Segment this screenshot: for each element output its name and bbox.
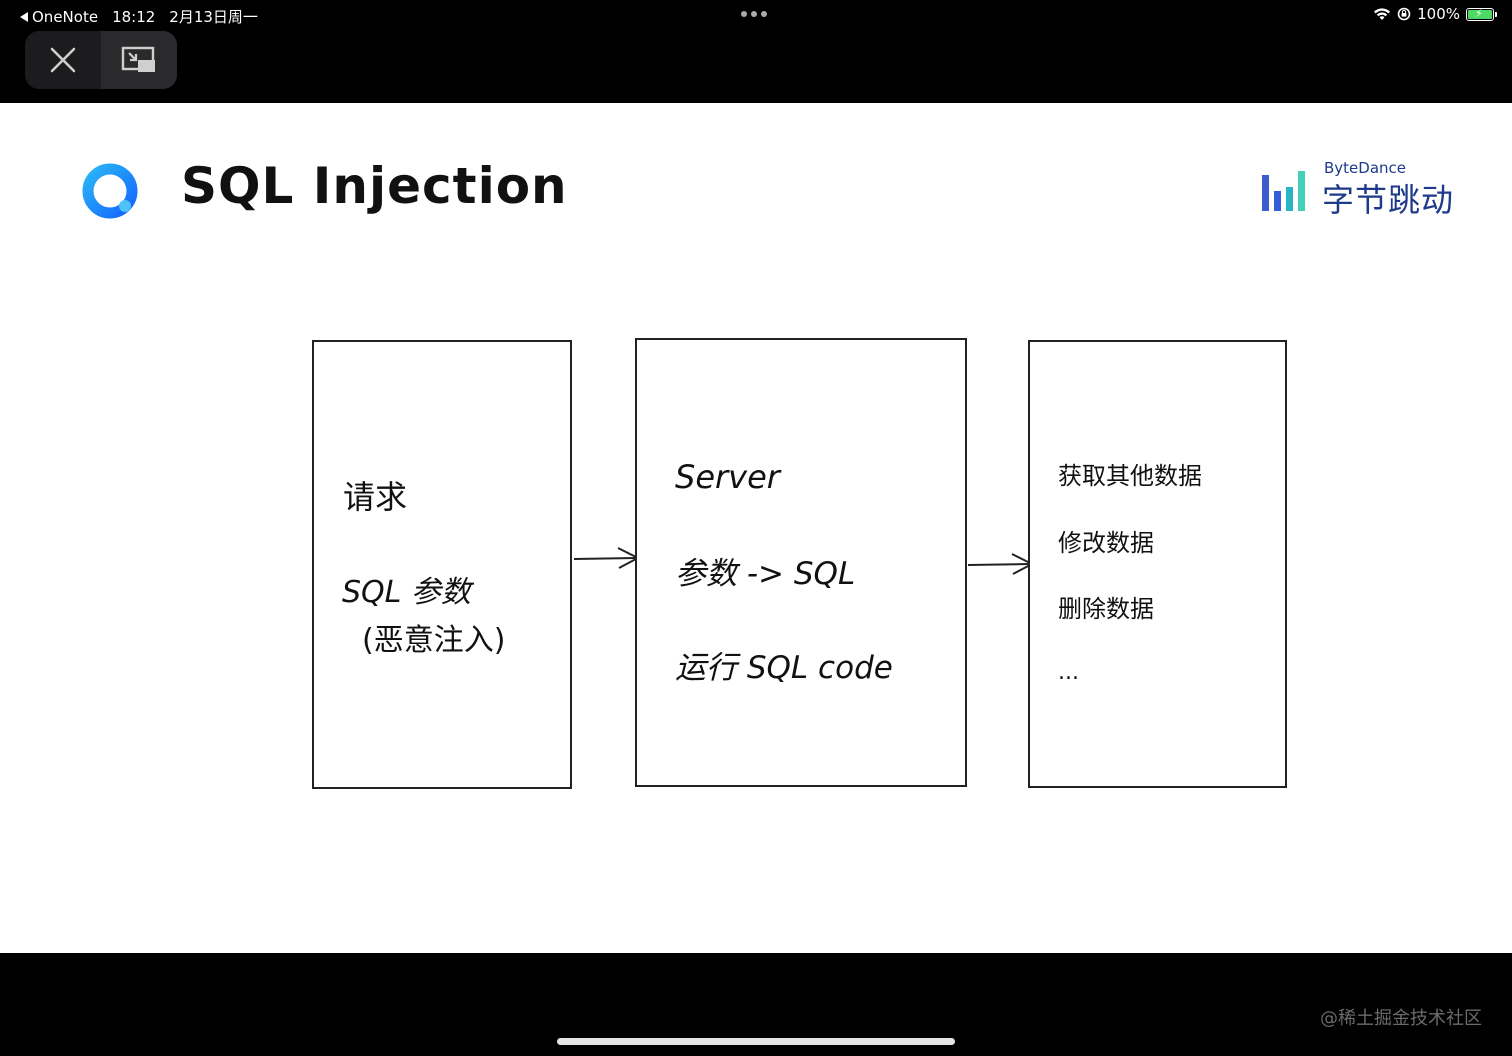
app-logo-icon — [82, 163, 138, 219]
orientation-lock-icon — [1397, 7, 1411, 21]
brand-chinese: 字节跳动 — [1322, 181, 1455, 219]
back-app-label: OneNote — [32, 7, 99, 26]
battery-icon: ⚡ — [1466, 6, 1497, 21]
status-bar: OneNote 18:12 2月13日周一 100% ⚡ — [0, 0, 1512, 30]
slide: SQL Injection ByteDance 字节跳动 请求 SQL 参数 (… — [0, 103, 1512, 953]
window-controls — [25, 31, 177, 89]
close-button[interactable] — [25, 31, 101, 89]
delete-data-label: 删除数据 — [1058, 595, 1154, 623]
resize-window-button[interactable] — [101, 31, 177, 89]
ellipsis-label: ... — [1058, 660, 1079, 685]
modify-data-label: 修改数据 — [1058, 529, 1154, 557]
status-time: 18:12 — [112, 7, 156, 26]
battery-level — [1468, 9, 1492, 19]
malicious-injection-label: (恶意注入) — [362, 623, 506, 658]
bytedance-bars-icon — [1262, 171, 1305, 211]
wifi-icon — [1374, 8, 1391, 20]
watermark: @稀土掘金技术社区 — [1320, 1008, 1482, 1029]
brand-english: ByteDance — [1324, 159, 1407, 177]
status-left: OneNote 18:12 2月13日周一 — [20, 6, 258, 27]
get-other-data-label: 获取其他数据 — [1058, 462, 1202, 490]
results-box: 获取其他数据 修改数据 删除数据 ... — [1028, 340, 1287, 788]
status-date: 2月13日周一 — [169, 8, 258, 26]
multitasking-dots-icon[interactable] — [741, 11, 767, 17]
back-arrow-icon — [20, 11, 28, 22]
arrow-server-to-results — [967, 553, 1033, 575]
server-label: Server — [675, 458, 780, 496]
server-box: Server 参数 -> SQL 运行 SQL code — [635, 338, 967, 787]
home-indicator[interactable] — [557, 1038, 955, 1045]
resize-window-icon — [121, 46, 155, 72]
request-label: 请求 — [343, 478, 408, 516]
bottom-bar: @稀土掘金技术社区 — [0, 953, 1512, 1056]
battery-percent: 100% — [1417, 5, 1460, 23]
run-sql-code-label: 运行 SQL code — [675, 650, 893, 686]
arrow-request-to-server — [573, 547, 639, 569]
back-to-app-button[interactable]: OneNote — [20, 8, 98, 26]
slide-title: SQL Injection — [181, 157, 568, 215]
status-right: 100% ⚡ — [1373, 5, 1497, 23]
bytedance-logo: ByteDance 字节跳动 — [1260, 159, 1470, 219]
sql-params-label: SQL 参数 — [342, 575, 471, 610]
close-icon — [50, 47, 76, 73]
charging-bolt-icon: ⚡ — [1475, 6, 1483, 20]
params-to-sql-label: 参数 -> SQL — [675, 556, 856, 592]
request-box: 请求 SQL 参数 (恶意注入) — [312, 340, 572, 789]
